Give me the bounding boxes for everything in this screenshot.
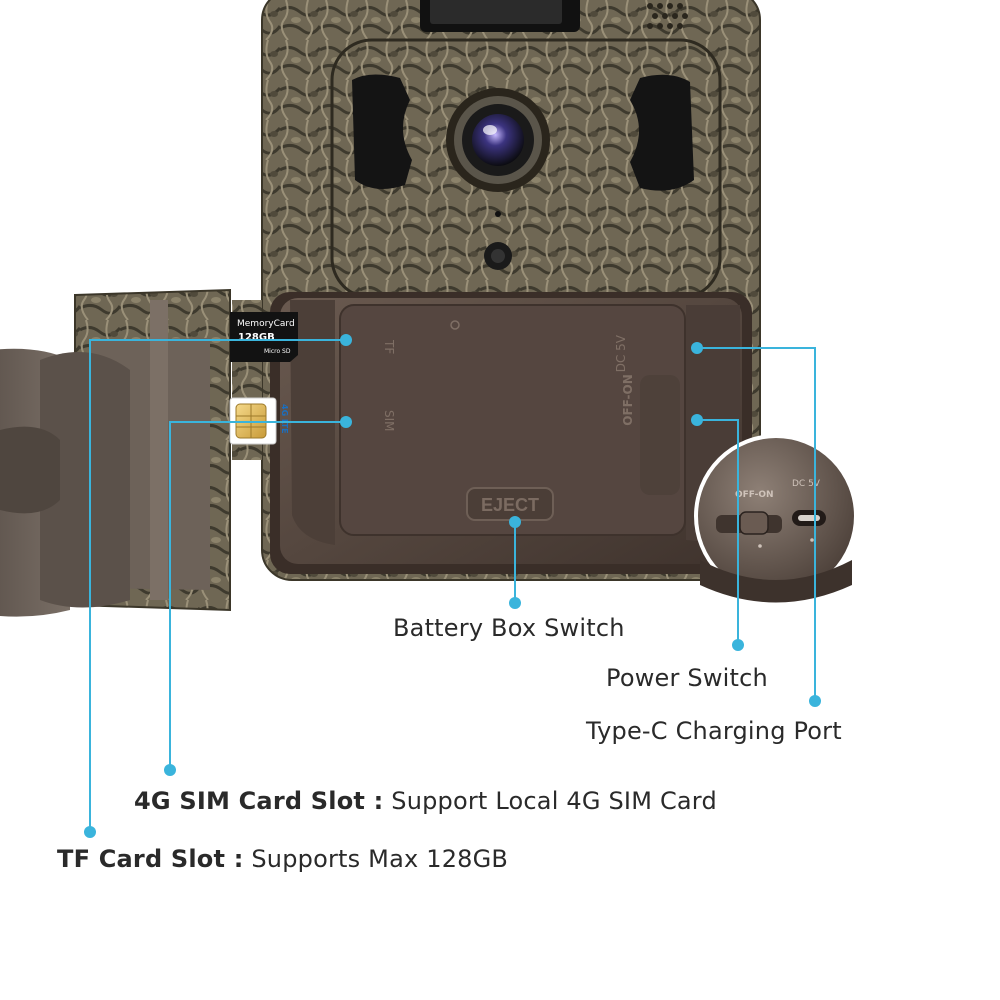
callout-dot-typec-start xyxy=(691,342,703,354)
tf-slot-desc: Supports Max 128GB xyxy=(251,845,509,873)
callout-line-sim xyxy=(169,421,346,770)
dc-marking: DC 5V xyxy=(614,334,628,372)
sim-lte-text: 4G LTE xyxy=(280,404,289,434)
eject-label: EJECT xyxy=(481,495,539,515)
tf-slot-title: TF Card Slot : xyxy=(57,845,244,873)
battery-box-switch-label: Battery Box Switch xyxy=(393,614,625,642)
ir-led-panel-left xyxy=(352,74,412,189)
callout-dots xyxy=(84,334,821,838)
power-switch-text: Power Switch xyxy=(606,664,768,692)
off-on-marking: OFF-ON xyxy=(621,374,635,425)
camera-lens xyxy=(446,88,550,192)
callout-dot-sim-end xyxy=(164,764,176,776)
sd-brand: MemoryCard xyxy=(237,319,295,329)
zoom-detail-bubble: OFF-ON DC 5V xyxy=(694,434,858,603)
callout-dot-tf-end xyxy=(84,826,96,838)
light-sensor xyxy=(495,211,501,217)
callout-lines xyxy=(89,339,816,832)
sim-slot-desc: Support Local 4G SIM Card xyxy=(391,787,717,815)
callout-line-tf xyxy=(89,339,346,832)
tf-marking: TF xyxy=(382,339,396,354)
callout-dot-tf-start xyxy=(340,334,352,346)
sd-type: Micro SD xyxy=(264,348,291,355)
callout-dot-sim-start xyxy=(340,416,352,428)
sd-capacity: 128GB xyxy=(238,332,275,343)
type-c-port-label: Type-C Charging Port xyxy=(586,717,842,745)
side-door xyxy=(0,288,262,617)
zoom-off-on-text: OFF-ON xyxy=(735,490,774,500)
sim-slot-title: 4G SIM Card Slot : xyxy=(134,787,384,815)
sim-slot-label: 4G SIM Card Slot : Support Local 4G SIM … xyxy=(134,787,717,815)
ir-led-panel-right xyxy=(630,74,694,191)
callout-line-typec xyxy=(697,347,816,701)
pir-sensor xyxy=(484,242,512,270)
callout-line-power xyxy=(697,419,739,645)
zoom-dc-text: DC 5V xyxy=(792,479,821,489)
power-switch-label: Power Switch xyxy=(606,664,768,692)
tf-slot-label: TF Card Slot : Supports Max 128GB xyxy=(57,845,508,873)
callout-dot-battery-start xyxy=(509,516,521,528)
micro-sd-card: MemoryCard 128GB Micro SD xyxy=(230,312,298,362)
callout-dot-power-start xyxy=(691,414,703,426)
battery-box-switch-text: Battery Box Switch xyxy=(393,614,625,642)
sim-marking: SIM xyxy=(382,410,396,432)
callout-dot-power-end xyxy=(732,639,744,651)
battery-compartment: EJECT TF SIM DC 5V OFF-ON xyxy=(270,292,752,574)
callout-dot-battery-end xyxy=(509,597,521,609)
callout-dot-typec-end xyxy=(809,695,821,707)
type-c-port-text: Type-C Charging Port xyxy=(586,717,842,745)
